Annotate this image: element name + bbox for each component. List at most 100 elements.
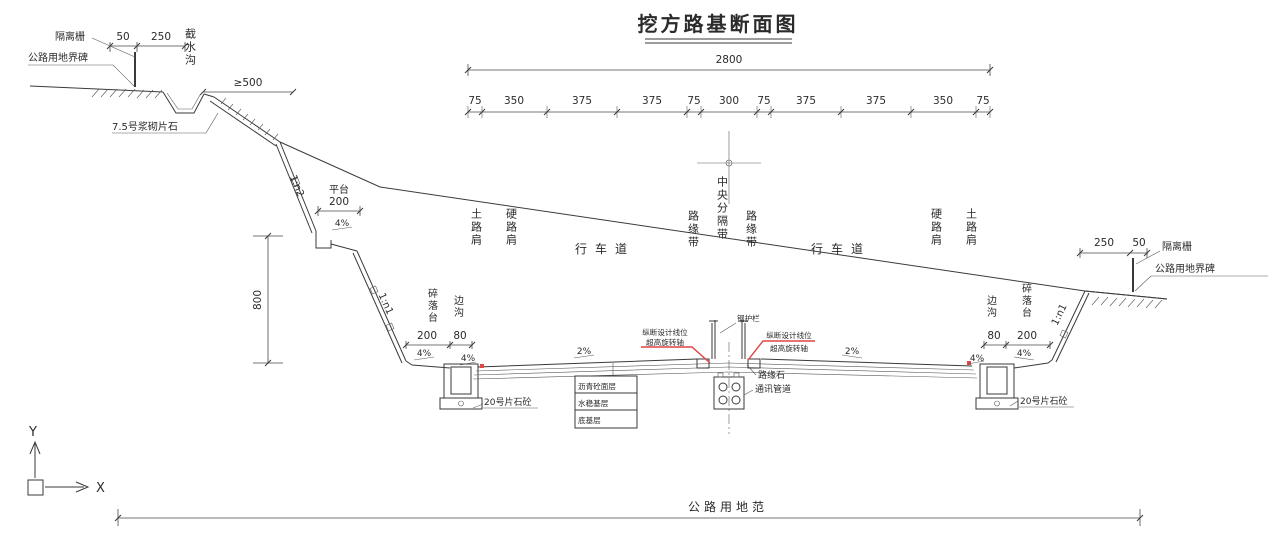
dim-seg-4: 75 [687, 95, 700, 107]
label-boundary-marker-left: 公路用地界碑 [28, 51, 88, 64]
dim-200-left: 200 [417, 330, 437, 342]
dim-50-right: 50 [1132, 237, 1145, 249]
dim-seg-6: 75 [757, 95, 770, 107]
layer-surface: 沥青砼面层 [578, 381, 616, 391]
label-marginal-strip-right: 路缘带 [745, 210, 758, 249]
left-cut-slope: 1:n2 平台 200 4% 1:n1 [275, 141, 407, 364]
right-cut-slope: 1:n1 250 50 隔离栅 公路用地界碑 [1050, 237, 1268, 363]
axis-x-label: X [96, 481, 105, 496]
label-side-ditch-right: 边沟 [985, 295, 997, 319]
grade-4-platform: 4% [335, 219, 350, 229]
dim-seg-8: 375 [866, 95, 886, 107]
label-marginal-strip-left: 路缘带 [687, 210, 700, 249]
label-boundary-marker-right: 公路用地界碑 [1155, 262, 1215, 275]
dim-seg-3: 375 [642, 95, 662, 107]
layer-base: 水稳基层 [578, 398, 609, 408]
axis-x-arrowhead [75, 481, 90, 493]
dim-ge500: ≥500 [234, 77, 263, 89]
ground-hatch-left [91, 88, 163, 99]
label-masonry: 7.5号浆砌片石 [112, 120, 178, 133]
label-comm-duct: 通讯管道 [755, 383, 791, 395]
label-hard-shoulder-right: 硬路肩 [930, 208, 943, 247]
label-debris-platform-right: 碎落台 [1020, 282, 1032, 319]
label-soil-shoulder-left: 土路肩 [470, 208, 483, 247]
slope-ratio-lower-right: 1:n1 [1050, 302, 1070, 327]
side-ditch-right-inner [986, 366, 1008, 395]
dim-250-right: 250 [1094, 237, 1114, 249]
top-left-detail: 50 250 隔离栅 公路用地界碑 截水沟 ≥500 7.5号浆砌片石 [28, 27, 297, 147]
dim-80-right: 80 [987, 330, 1000, 342]
label-side-ditch-left: 边沟 [452, 295, 464, 319]
design-line-right [747, 340, 815, 361]
left-roadside: 碎落台 边沟 200 80 4% 4% 20号片石砼 [402, 287, 538, 410]
label-guardrail: 钢护栏 [737, 313, 760, 323]
slope-ratio-lower-left: 1:n1 [376, 291, 395, 316]
label-rubble-left: 20号片石砼 [484, 396, 531, 408]
overall-width-dimension: 2800 [464, 54, 994, 76]
label-median: 中央分隔带 [716, 176, 729, 241]
layer-subbase: 底基层 [578, 415, 601, 425]
label-design-line-right: 纵断设计线位 [766, 330, 812, 340]
side-ditch-right-base [975, 397, 1019, 410]
grade-2-left: 2% [577, 347, 592, 357]
grade-4-edge-left: 4% [461, 354, 476, 364]
page-title: 挖方路基断面图 [638, 12, 799, 36]
label-soil-shoulder-right: 土路肩 [965, 208, 978, 247]
axis-y-arrowhead [29, 440, 41, 455]
pavement-layers-box: 沥青砼面层 水稳基层 底基层 [574, 363, 638, 429]
dim-total-width: 2800 [716, 54, 743, 66]
dim-50-left: 50 [116, 31, 129, 43]
edge-marker-right [967, 361, 971, 365]
edge-marker-left [480, 364, 484, 368]
drawing-title-block: 挖方路基断面图 [638, 12, 799, 44]
label-rubble-right: 20号片石砼 [1020, 395, 1067, 407]
centerline-crosshair [697, 131, 761, 204]
dim-seg-9: 350 [933, 95, 953, 107]
label-land-range: 公路用地范 [688, 499, 768, 514]
guardrail-posts [709, 320, 748, 359]
grade-4-edge-right: 4% [970, 354, 985, 364]
dim-200-right: 200 [1017, 330, 1037, 342]
curb-right [747, 358, 761, 369]
right-roadside: 边沟 碎落台 80 200 4% 4% 20号片石砼 [967, 282, 1074, 410]
dim-200-platform: 200 [329, 196, 349, 208]
label-platform: 平台 [329, 183, 349, 196]
dim-seg-10: 75 [976, 95, 989, 107]
label-superelevation-left: 超高旋转轴 [646, 337, 684, 347]
dim-seg-0: 75 [468, 95, 481, 107]
dim-250-left: 250 [151, 31, 171, 43]
dim-seg-7: 375 [796, 95, 816, 107]
grade-4-debris-left: 4% [417, 349, 432, 359]
dim-seg-1: 350 [504, 95, 524, 107]
slope-ratio-upper: 1:n2 [287, 174, 306, 199]
masonry-slope-band [209, 96, 281, 147]
label-carriageway-right: 行车道 [811, 241, 871, 256]
side-ditch-left-inner [450, 366, 472, 395]
dim-80-left: 80 [453, 330, 466, 342]
segment-dimensions: 75 350 375 375 75 300 75 375 375 350 75 [464, 95, 994, 118]
label-superelevation-right: 超高旋转轴 [770, 343, 808, 353]
side-ditch-right-outer [979, 363, 1015, 399]
platform-bench [315, 231, 358, 252]
grade-4-debris-right: 4% [1017, 349, 1032, 359]
label-fence-left: 隔离栅 [55, 30, 85, 43]
axis-y-label: Y [28, 425, 37, 440]
height-800-dimension: 800 [252, 232, 283, 367]
grade-2-right: 2% [845, 347, 860, 357]
ground-hatch-right [1091, 296, 1163, 309]
label-hard-shoulder-left: 硬路肩 [505, 208, 518, 247]
label-design-line-left: 纵断设计线位 [642, 327, 688, 337]
dim-seg-2: 375 [572, 95, 592, 107]
label-debris-platform-left: 碎落台 [426, 287, 438, 324]
label-curb-stone: 路缘石 [758, 369, 785, 381]
dim-800: 800 [252, 290, 264, 310]
dim-seg-5: 300 [719, 95, 739, 107]
land-range-dimension: 公路用地范 [114, 499, 1144, 526]
side-ditch-left-base [439, 397, 483, 410]
coordinate-axis-icon: Y X [27, 425, 105, 496]
label-intercepting-ditch: 截水沟 [184, 27, 197, 67]
pavement-layer-lines: 2% 2% [472, 347, 978, 380]
design-line-left [641, 346, 711, 364]
